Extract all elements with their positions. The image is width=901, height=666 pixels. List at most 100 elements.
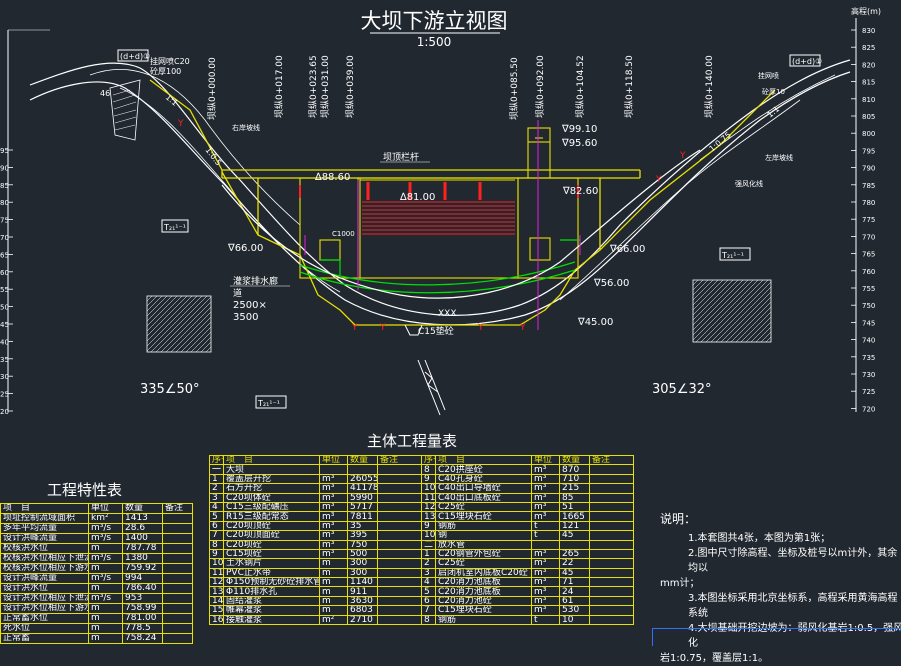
elevation-66-00-left: ∇66.00 bbox=[227, 243, 263, 254]
right-scale-label: 750 bbox=[862, 302, 875, 310]
table-cell: 26055 bbox=[347, 473, 378, 485]
hatched-rock-left bbox=[146, 295, 212, 353]
table-cell bbox=[162, 513, 193, 524]
table-cell: R15三级配常态 bbox=[223, 511, 320, 522]
table-cell: 710 bbox=[559, 473, 590, 485]
hatch-line bbox=[692, 279, 734, 321]
table-cell bbox=[377, 605, 422, 616]
left-scale-label: 95 bbox=[0, 147, 9, 155]
left-scale-label: 90 bbox=[0, 164, 9, 172]
note-line-6: 岩1:0.75，覆盖层1:1。 bbox=[660, 653, 769, 664]
rock-right-label-1: 左岸坡线 bbox=[765, 153, 793, 162]
notes-title: 说明： bbox=[660, 512, 697, 526]
right-scale-label: 815 bbox=[862, 79, 875, 87]
table-cell: 24 bbox=[559, 586, 590, 597]
left-scale-label: 55 bbox=[0, 286, 9, 294]
left-scale-label: 65 bbox=[0, 251, 9, 259]
table-cell: 7811 bbox=[347, 511, 378, 522]
table-cell bbox=[162, 553, 193, 564]
table-cell: C15埋块石砼 bbox=[435, 605, 532, 616]
table-cell: 单位 bbox=[531, 454, 560, 466]
table-cell: 一 bbox=[209, 464, 224, 475]
c1000-label: C1000 bbox=[332, 230, 355, 238]
table-cell: m³ bbox=[531, 511, 560, 522]
table-cell: 7 bbox=[209, 530, 224, 541]
drain-size-1: 2500× bbox=[233, 300, 267, 311]
pile-label: 坝纵0+000.00 bbox=[207, 57, 218, 120]
table-cell: 12 bbox=[209, 577, 224, 588]
right-scale-label: 805 bbox=[862, 113, 875, 121]
legend-boxes: T₂₁¹⁻¹ T₂₁¹⁻¹ T₂₁¹⁻¹ bbox=[161, 219, 751, 409]
table-cell: t bbox=[531, 520, 560, 532]
table-cell: 5 bbox=[421, 586, 436, 597]
table-cell: 固结灌浆 bbox=[223, 595, 320, 607]
table-cell: 2710 bbox=[347, 614, 378, 626]
table-cell bbox=[347, 464, 378, 475]
table-cell: C20坝顶砼 bbox=[223, 520, 320, 532]
table-cell: 5717 bbox=[347, 501, 378, 513]
table-cell bbox=[559, 539, 590, 550]
table-cell: 13 bbox=[209, 586, 224, 597]
table-cell: 数量 bbox=[559, 454, 590, 466]
table-cell: 994 bbox=[122, 573, 163, 584]
table-cell: 单位 bbox=[88, 503, 123, 514]
table-cell: m bbox=[319, 558, 348, 569]
table-cell: 45 bbox=[559, 530, 590, 541]
elevation-95-60: ∇95.60 bbox=[561, 138, 597, 149]
table-cell: 多年平均流量 bbox=[0, 523, 89, 534]
table-cell: 35 bbox=[347, 520, 378, 532]
table-cell: 校核洪水位 bbox=[0, 543, 89, 554]
hatch-line bbox=[692, 279, 729, 316]
drain-gallery-label: 灌浆排水廊 bbox=[233, 275, 278, 287]
drain-size-2: 3500 bbox=[233, 312, 258, 323]
table-cell bbox=[377, 558, 422, 569]
hatch-line bbox=[146, 295, 188, 337]
right-scale-label: 745 bbox=[862, 319, 875, 327]
dispose-right-1: 挂网喷 bbox=[758, 71, 779, 80]
table-cell: 6 bbox=[421, 595, 436, 607]
hatch-line bbox=[146, 295, 178, 327]
table-cell bbox=[589, 605, 634, 616]
hatch-line bbox=[765, 336, 772, 343]
left-scale-label: 20 bbox=[0, 408, 9, 416]
table-cell: 1140 bbox=[347, 577, 378, 588]
table-cell: 781.00 bbox=[122, 613, 163, 624]
table-cell bbox=[377, 577, 422, 588]
center-lines bbox=[304, 120, 581, 330]
hatch-line bbox=[146, 295, 183, 332]
table-cell: m³ bbox=[531, 586, 560, 597]
left-scale-label: 50 bbox=[0, 304, 9, 312]
hatch-line bbox=[692, 279, 704, 291]
hatch-line bbox=[205, 346, 212, 353]
table-cell: m bbox=[319, 577, 348, 588]
table-cell: 8 bbox=[421, 614, 436, 626]
table-cell: 16 bbox=[209, 614, 224, 626]
dispose-left-1: 挂网喷C20 bbox=[150, 56, 190, 66]
table-cell: C20坝砼 bbox=[223, 539, 320, 550]
table-cell bbox=[589, 492, 634, 503]
table-cell bbox=[162, 573, 193, 584]
table-cell bbox=[162, 543, 193, 554]
hatch-line bbox=[170, 311, 212, 353]
table-cell: 覆盖层开挖 bbox=[223, 473, 320, 485]
angle-right: 305∠32° bbox=[652, 382, 712, 397]
rock-left-label: 右岸坡线 bbox=[232, 123, 260, 132]
table-cell bbox=[589, 586, 634, 597]
table-cell bbox=[589, 595, 634, 607]
table-cell bbox=[589, 520, 634, 532]
hatch-line bbox=[692, 279, 699, 286]
table-cell: C20坝顶面砼 bbox=[223, 530, 320, 541]
table-cell: C20消力池底板 bbox=[435, 577, 532, 588]
table-cell: m³ bbox=[319, 501, 348, 513]
table-cell: 帷幕灌浆 bbox=[223, 605, 320, 616]
table-cell bbox=[377, 492, 422, 503]
dispose-left-2: 砼厚100 bbox=[150, 66, 181, 76]
table-cell bbox=[377, 539, 422, 550]
